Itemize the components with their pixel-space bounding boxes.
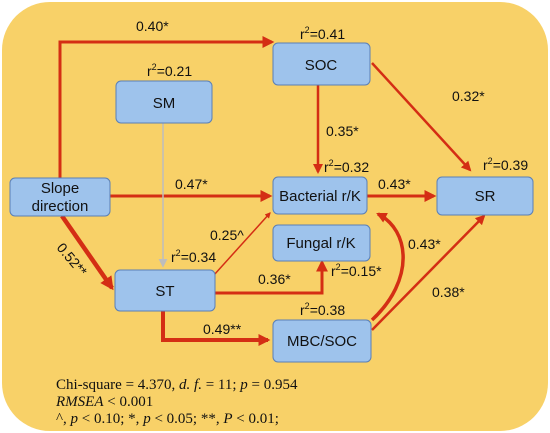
arrow-mbc-to-sr	[371, 214, 486, 331]
node-soc: SOC	[272, 42, 371, 86]
node-slope-line1: Slope	[41, 180, 79, 197]
coef-slope-bacterial: 0.47*	[175, 176, 208, 192]
node-bacterial-label: Bacterial r/K	[279, 188, 361, 205]
note-chi-square: Chi-square = 4.370, d. f. = 11; p = 0.95…	[56, 377, 298, 393]
node-sm-label: SM	[153, 95, 176, 112]
node-mbc-soc: MBC/SOC	[272, 319, 372, 363]
r2-sm: r2=0.21	[147, 62, 192, 79]
coef-soc-bacterial: 0.35*	[326, 123, 359, 139]
arrow-soc-to-sr	[371, 62, 472, 172]
r2-sr: r2=0.39	[483, 156, 528, 173]
node-sr: SR	[436, 176, 534, 216]
arrow-slope-to-st	[60, 214, 114, 291]
node-sr-label: SR	[475, 188, 496, 205]
arrow-st-to-fungal	[215, 259, 328, 295]
r2-soc: r2=0.41	[300, 25, 345, 42]
coef-slope-soc: 0.40*	[136, 18, 169, 34]
node-fungal: Fungal r/K	[272, 224, 371, 262]
r2-mbc: r2=0.38	[300, 301, 345, 318]
node-bacterial: Bacterial r/K	[272, 176, 368, 215]
note-significance: ^, p < 0.10; *, p < 0.05; **, P < 0.01;	[56, 411, 279, 427]
r2-fungal: r2=0.15*	[331, 262, 382, 279]
node-slope-direction: Slope direction	[9, 177, 111, 217]
node-slope-line2: direction	[32, 198, 89, 215]
arrow-st-to-mbc	[161, 311, 271, 346]
note-rmsea: RMSEA < 0.001	[55, 394, 153, 410]
coef-bacterial-sr: 0.43*	[378, 176, 411, 192]
arrow-slope-to-soc	[58, 36, 275, 178]
coef-st-fungal: 0.36*	[258, 271, 291, 287]
node-fungal-label: Fungal r/K	[286, 235, 355, 252]
node-st-label: ST	[155, 283, 174, 300]
coef-mbc-bacterial: 0.43*	[408, 236, 441, 252]
coef-mbc-sr: 0.38*	[432, 284, 465, 300]
node-sm: SM	[115, 80, 213, 124]
arrow-st-to-bacterial	[213, 212, 271, 276]
arrow-mbc-to-bacterial	[370, 212, 405, 322]
r2-bacterial: r2=0.32	[324, 158, 369, 175]
node-mbc-label: MBC/SOC	[287, 333, 357, 350]
r2-st: r2=0.34	[171, 248, 216, 265]
node-soc-label: SOC	[305, 57, 338, 74]
coef-st-mbc: 0.49**	[203, 321, 242, 337]
coef-st-bacterial: 0.25^	[210, 227, 244, 243]
node-st: ST	[114, 269, 216, 312]
coef-soc-sr: 0.32*	[452, 88, 485, 104]
